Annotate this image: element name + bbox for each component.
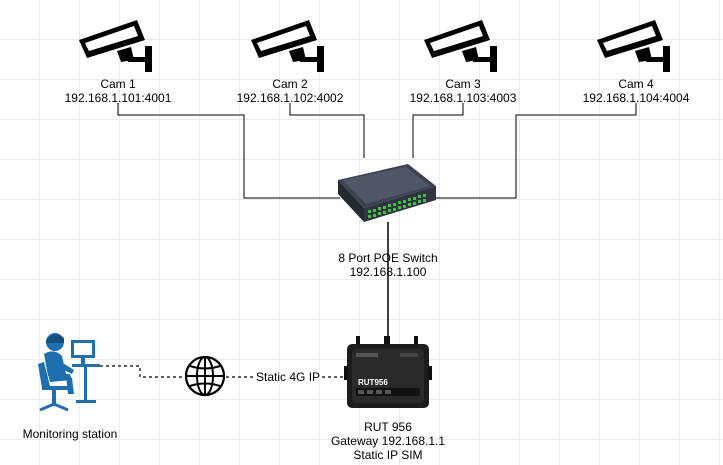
camera-icon: [597, 20, 670, 72]
camera-label: Cam 3 192.168.1.103:4003: [388, 77, 538, 105]
switch-label: 8 Port POE Switch 192.168.1.100: [313, 251, 463, 279]
link-cam2-switch: [289, 103, 365, 158]
switch-name: 8 Port POE Switch: [338, 251, 438, 265]
link-cam3-switch: [412, 103, 464, 158]
router-name: RUT 956: [364, 420, 412, 434]
router-gateway: Gateway 192.168.1.1: [330, 434, 446, 448]
camera-address: 192.168.1.104:4004: [582, 91, 690, 105]
camera-address: 192.168.1.102:4002: [236, 91, 344, 105]
camera-name: Cam 2: [272, 77, 308, 91]
globe-icon: [184, 355, 226, 397]
person-at-computer-icon: [38, 333, 100, 412]
router-sim: Static IP SIM: [353, 448, 423, 462]
camera-label: Cam 1 192.168.1.101:4001: [43, 77, 193, 105]
link-cam1-switch: [117, 103, 340, 199]
station-label: Monitoring station: [22, 427, 118, 441]
camera-label: Cam 2 192.168.1.102:4002: [215, 77, 365, 105]
camera-name: Cam 3: [445, 77, 481, 91]
camera-name: Cam 1: [100, 77, 136, 91]
camera-address: 192.168.1.103:4003: [409, 91, 517, 105]
camera-name: Cam 4: [618, 77, 654, 91]
camera-label: Cam 4 192.168.1.104:4004: [561, 77, 711, 105]
internet-link-label: Static 4G IP: [255, 370, 322, 384]
router-icon: [344, 336, 432, 408]
router-model-badge: RUT956: [358, 378, 388, 387]
camera-address: 192.168.1.101:4001: [64, 91, 172, 105]
link-station-internet: [88, 365, 184, 378]
link-cam4-switch: [432, 103, 637, 199]
camera-icon: [79, 20, 152, 72]
camera-icon: [251, 20, 324, 72]
poe-switch-icon: [338, 164, 436, 222]
camera-icon: [424, 20, 497, 72]
switch-address: 192.168.1.100: [349, 265, 427, 279]
router-label: RUT 956 Gateway 192.168.1.1 Static IP SI…: [313, 420, 463, 462]
